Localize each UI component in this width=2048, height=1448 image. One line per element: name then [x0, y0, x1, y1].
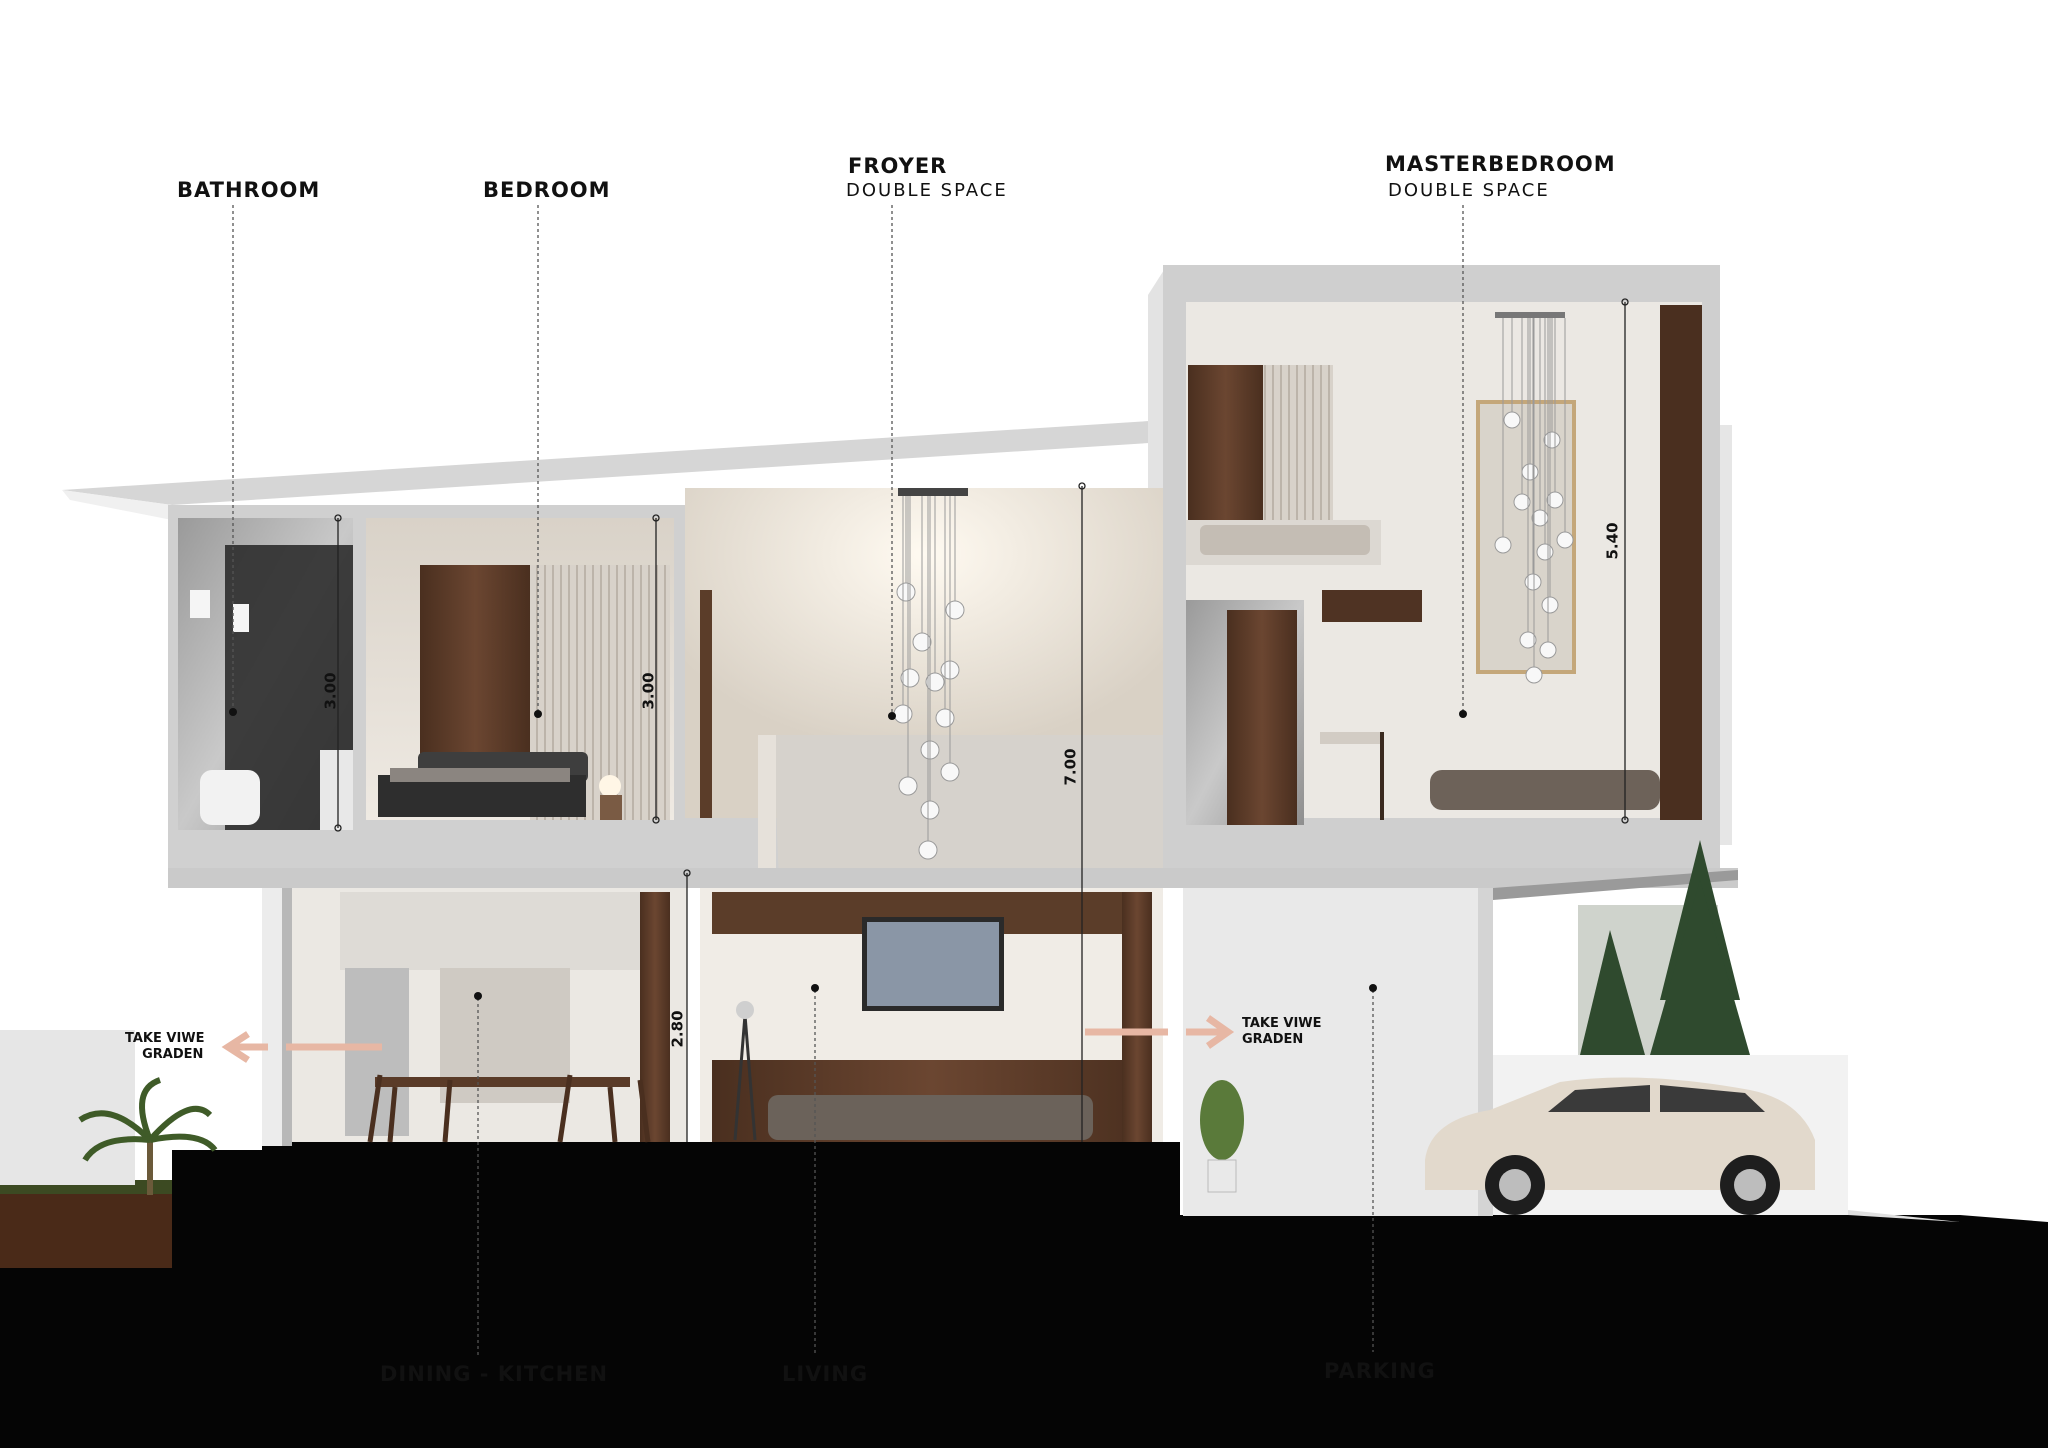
car-icon [1425, 1077, 1815, 1215]
bathroom-label: BATHROOM [177, 178, 321, 202]
left-view-note-line2: GRADEN [142, 1047, 204, 1062]
right-view-arrow-icon [1085, 1015, 1235, 1049]
dining-kitchen-label: DINING - KITCHEN [380, 1362, 609, 1386]
ground-height-label: 2.80 [668, 1010, 687, 1048]
potted-plant-icon [1200, 1080, 1244, 1193]
bedroom-room [366, 518, 674, 820]
bathroom-height-label: 3.00 [321, 672, 340, 710]
dining-kitchen-room [292, 888, 687, 1143]
left-view-note: TAKE VIWE GRADEN [125, 1031, 205, 1063]
right-view-note-line2: GRADEN [1242, 1032, 1304, 1047]
tree-icon [1580, 840, 1750, 1055]
dimension-lines [334, 298, 1629, 1142]
ground [0, 1030, 2048, 1448]
living-room [700, 888, 1163, 1142]
bedroom-label: BEDROOM [483, 178, 611, 202]
master-pendant-lights [1494, 312, 1574, 684]
living-label: LIVING [782, 1362, 869, 1386]
parking-label: PARKING [1324, 1359, 1436, 1383]
parking-room [1183, 840, 1960, 1222]
foyer-room [685, 488, 1163, 880]
foyer-height-label: 7.00 [1061, 748, 1080, 786]
bathroom-room [178, 518, 353, 830]
left-view-arrow-icon [221, 1031, 382, 1063]
left-view-note-line1: TAKE VIWE [125, 1031, 205, 1046]
bedroom-height-label: 3.00 [639, 672, 658, 710]
ground-floor-slab [168, 868, 1738, 1146]
right-view-note-line1: TAKE VIWE [1242, 1016, 1322, 1031]
master-bedroom-sublabel: DOUBLE SPACE [1388, 180, 1550, 201]
master-bedroom-label: MASTERBEDROOM [1385, 152, 1616, 176]
right-view-note: TAKE VIWE GRADEN [1242, 1016, 1322, 1048]
leader-dots [229, 708, 1467, 1000]
foyer-pendant-lights [893, 488, 968, 860]
master-height-label: 5.40 [1603, 522, 1622, 560]
leader-lines [232, 205, 1464, 1355]
foyer-sublabel: DOUBLE SPACE [846, 180, 1008, 201]
palm-plant-icon [78, 1077, 218, 1195]
foyer-label: FROYER [848, 154, 948, 178]
